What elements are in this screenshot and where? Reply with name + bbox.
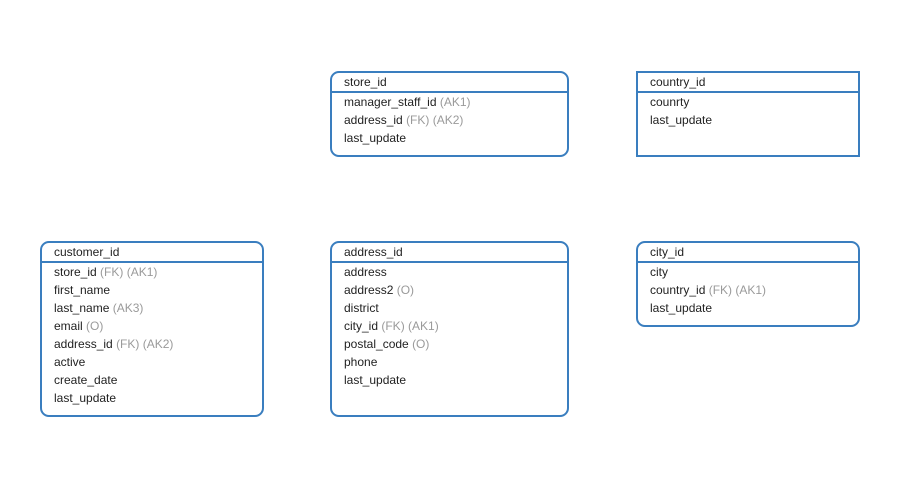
attribute-row: address (332, 263, 567, 281)
attribute-row: address2 (O) (332, 281, 567, 299)
attribute-key-tags: (FK) (AK1) (381, 319, 439, 333)
entity-header: store_id (332, 73, 567, 93)
attribute-row: last_update (42, 389, 262, 407)
entity-header: city_id (638, 243, 858, 263)
attribute-name: manager_staff_id (344, 95, 437, 109)
attribute-row: address_id (FK) (AK2) (42, 335, 262, 353)
attribute-row: last_update (638, 111, 858, 129)
attribute-row: city (638, 263, 858, 281)
attribute-key-tags: (FK) (AK1) (708, 283, 767, 297)
attribute-row: email (O) (42, 317, 262, 335)
attribute-row: district (332, 299, 567, 317)
entity-header: address_id (332, 243, 567, 263)
attribute-name: district (344, 301, 379, 315)
attribute-name: last_name (54, 301, 110, 315)
attribute-name: last_update (54, 391, 117, 405)
attribute-name: address2 (344, 283, 394, 297)
attribute-row: last_update (332, 371, 567, 389)
attribute-name: create_date (54, 373, 118, 387)
customer-entity[interactable]: customer_id store_id (FK) (AK1) first_na… (40, 241, 264, 417)
attribute-name: first_name (54, 283, 111, 297)
entity-attributes: city country_id (FK) (AK1) last_update (638, 263, 858, 317)
attribute-name: address (344, 265, 387, 279)
attribute-name: counrty (650, 95, 690, 109)
attribute-key-tags: (O) (396, 283, 415, 297)
attribute-row: active (42, 353, 262, 371)
attribute-name: last_update (344, 373, 407, 387)
attribute-row: last_update (638, 299, 858, 317)
entity-attributes: manager_staff_id (AK1) address_id (FK) (… (332, 93, 567, 147)
attribute-row: address_id (FK) (AK2) (332, 111, 567, 129)
attribute-key-tags: (O) (86, 319, 104, 333)
attribute-name: active (54, 355, 86, 369)
entity-attributes: store_id (FK) (AK1) first_name last_name… (42, 263, 262, 407)
entity-header: country_id (638, 73, 858, 93)
attribute-key-tags: (FK) (AK1) (100, 265, 158, 279)
attribute-name: last_update (650, 113, 713, 127)
attribute-row: postal_code (O) (332, 335, 567, 353)
attribute-row: store_id (FK) (AK1) (42, 263, 262, 281)
attribute-name: address_id (54, 337, 113, 351)
attribute-row: first_name (42, 281, 262, 299)
attribute-key-tags: (AK1) (439, 95, 471, 109)
city-entity[interactable]: city_id city country_id (FK) (AK1) last_… (636, 241, 860, 327)
attribute-row: manager_staff_id (AK1) (332, 93, 567, 111)
attribute-name: last_update (650, 301, 713, 315)
attribute-name: city_id (344, 319, 379, 333)
entity-header: customer_id (42, 243, 262, 263)
attribute-row: last_name (AK3) (42, 299, 262, 317)
attribute-row: counrty (638, 93, 858, 111)
country-entity[interactable]: country_id counrty last_update (636, 71, 860, 157)
attribute-row: phone (332, 353, 567, 371)
attribute-name: store_id (54, 265, 97, 279)
attribute-key-tags: (AK3) (112, 301, 144, 315)
attribute-name: postal_code (344, 337, 409, 351)
attribute-name: email (54, 319, 83, 333)
attribute-key-tags: (FK) (AK2) (406, 113, 464, 127)
attribute-key-tags: (O) (412, 337, 430, 351)
entity-attributes: address address2 (O) district city_id (F… (332, 263, 567, 389)
attribute-row: country_id (FK) (AK1) (638, 281, 858, 299)
store-entity[interactable]: store_id manager_staff_id (AK1) address_… (330, 71, 569, 157)
attribute-name: city (650, 265, 668, 279)
attribute-name: last_update (344, 131, 407, 145)
attribute-name: country_id (650, 283, 706, 297)
attribute-row: last_update (332, 129, 567, 147)
attribute-row: create_date (42, 371, 262, 389)
entity-attributes: counrty last_update (638, 93, 858, 129)
attribute-name: address_id (344, 113, 403, 127)
attribute-row: city_id (FK) (AK1) (332, 317, 567, 335)
attribute-key-tags: (FK) (AK2) (116, 337, 174, 351)
address-entity[interactable]: address_id address address2 (O) district… (330, 241, 569, 417)
attribute-name: phone (344, 355, 378, 369)
